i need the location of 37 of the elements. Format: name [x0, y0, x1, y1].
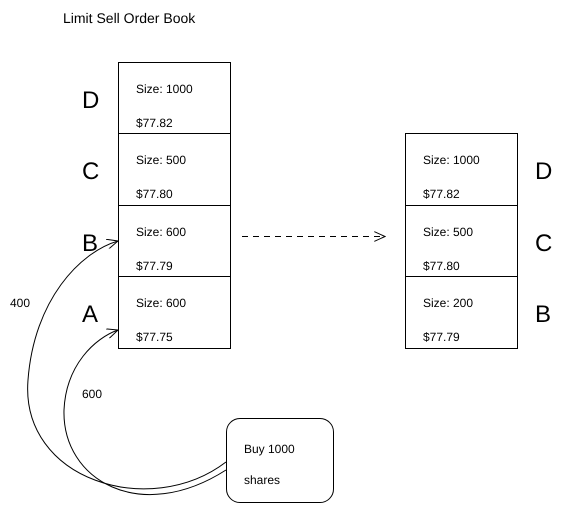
row-letter: B [82, 232, 98, 256]
order-cell [405, 133, 518, 206]
order-cell [405, 276, 518, 349]
row-letter: C [535, 232, 552, 256]
curved-arrow [64, 329, 226, 495]
order-cell [118, 205, 231, 277]
size-text: Size: 500 [136, 154, 186, 166]
row-letter: B [535, 303, 552, 327]
dashed-arrow [242, 231, 386, 242]
curved-arrow [28, 240, 226, 490]
size-text: Size: 200 [423, 297, 474, 309]
price-text: $77.75 [136, 331, 173, 343]
row-letter: A [82, 303, 98, 327]
diagram-title: Limit Sell Order Book [63, 9, 196, 28]
price-text: $77.80 [423, 260, 460, 272]
row-letter: D [535, 160, 552, 184]
row-letter: C [82, 160, 100, 184]
edge-label: 400 [10, 297, 30, 309]
size-text: Size: 1000 [136, 83, 193, 95]
edge-label: 600 [82, 388, 102, 400]
price-text: $77.82 [423, 188, 460, 200]
order-callout [226, 418, 334, 503]
size-text: Size: 1000 [423, 154, 480, 166]
price-text: $77.79 [136, 260, 173, 272]
size-text: Buy 1000 [244, 443, 295, 455]
size-text: Size: 600 [136, 297, 186, 309]
order-cell [118, 133, 231, 206]
order-cell [118, 276, 231, 349]
order-cell [405, 205, 518, 277]
price-text: shares [244, 474, 280, 486]
price-text: $77.82 [136, 117, 173, 129]
price-text: $77.79 [423, 331, 460, 343]
order-cell [118, 62, 231, 134]
row-letter: D [82, 89, 100, 113]
price-text: $77.80 [136, 188, 173, 200]
size-text: Size: 600 [136, 226, 186, 238]
size-text: Size: 500 [423, 226, 474, 238]
